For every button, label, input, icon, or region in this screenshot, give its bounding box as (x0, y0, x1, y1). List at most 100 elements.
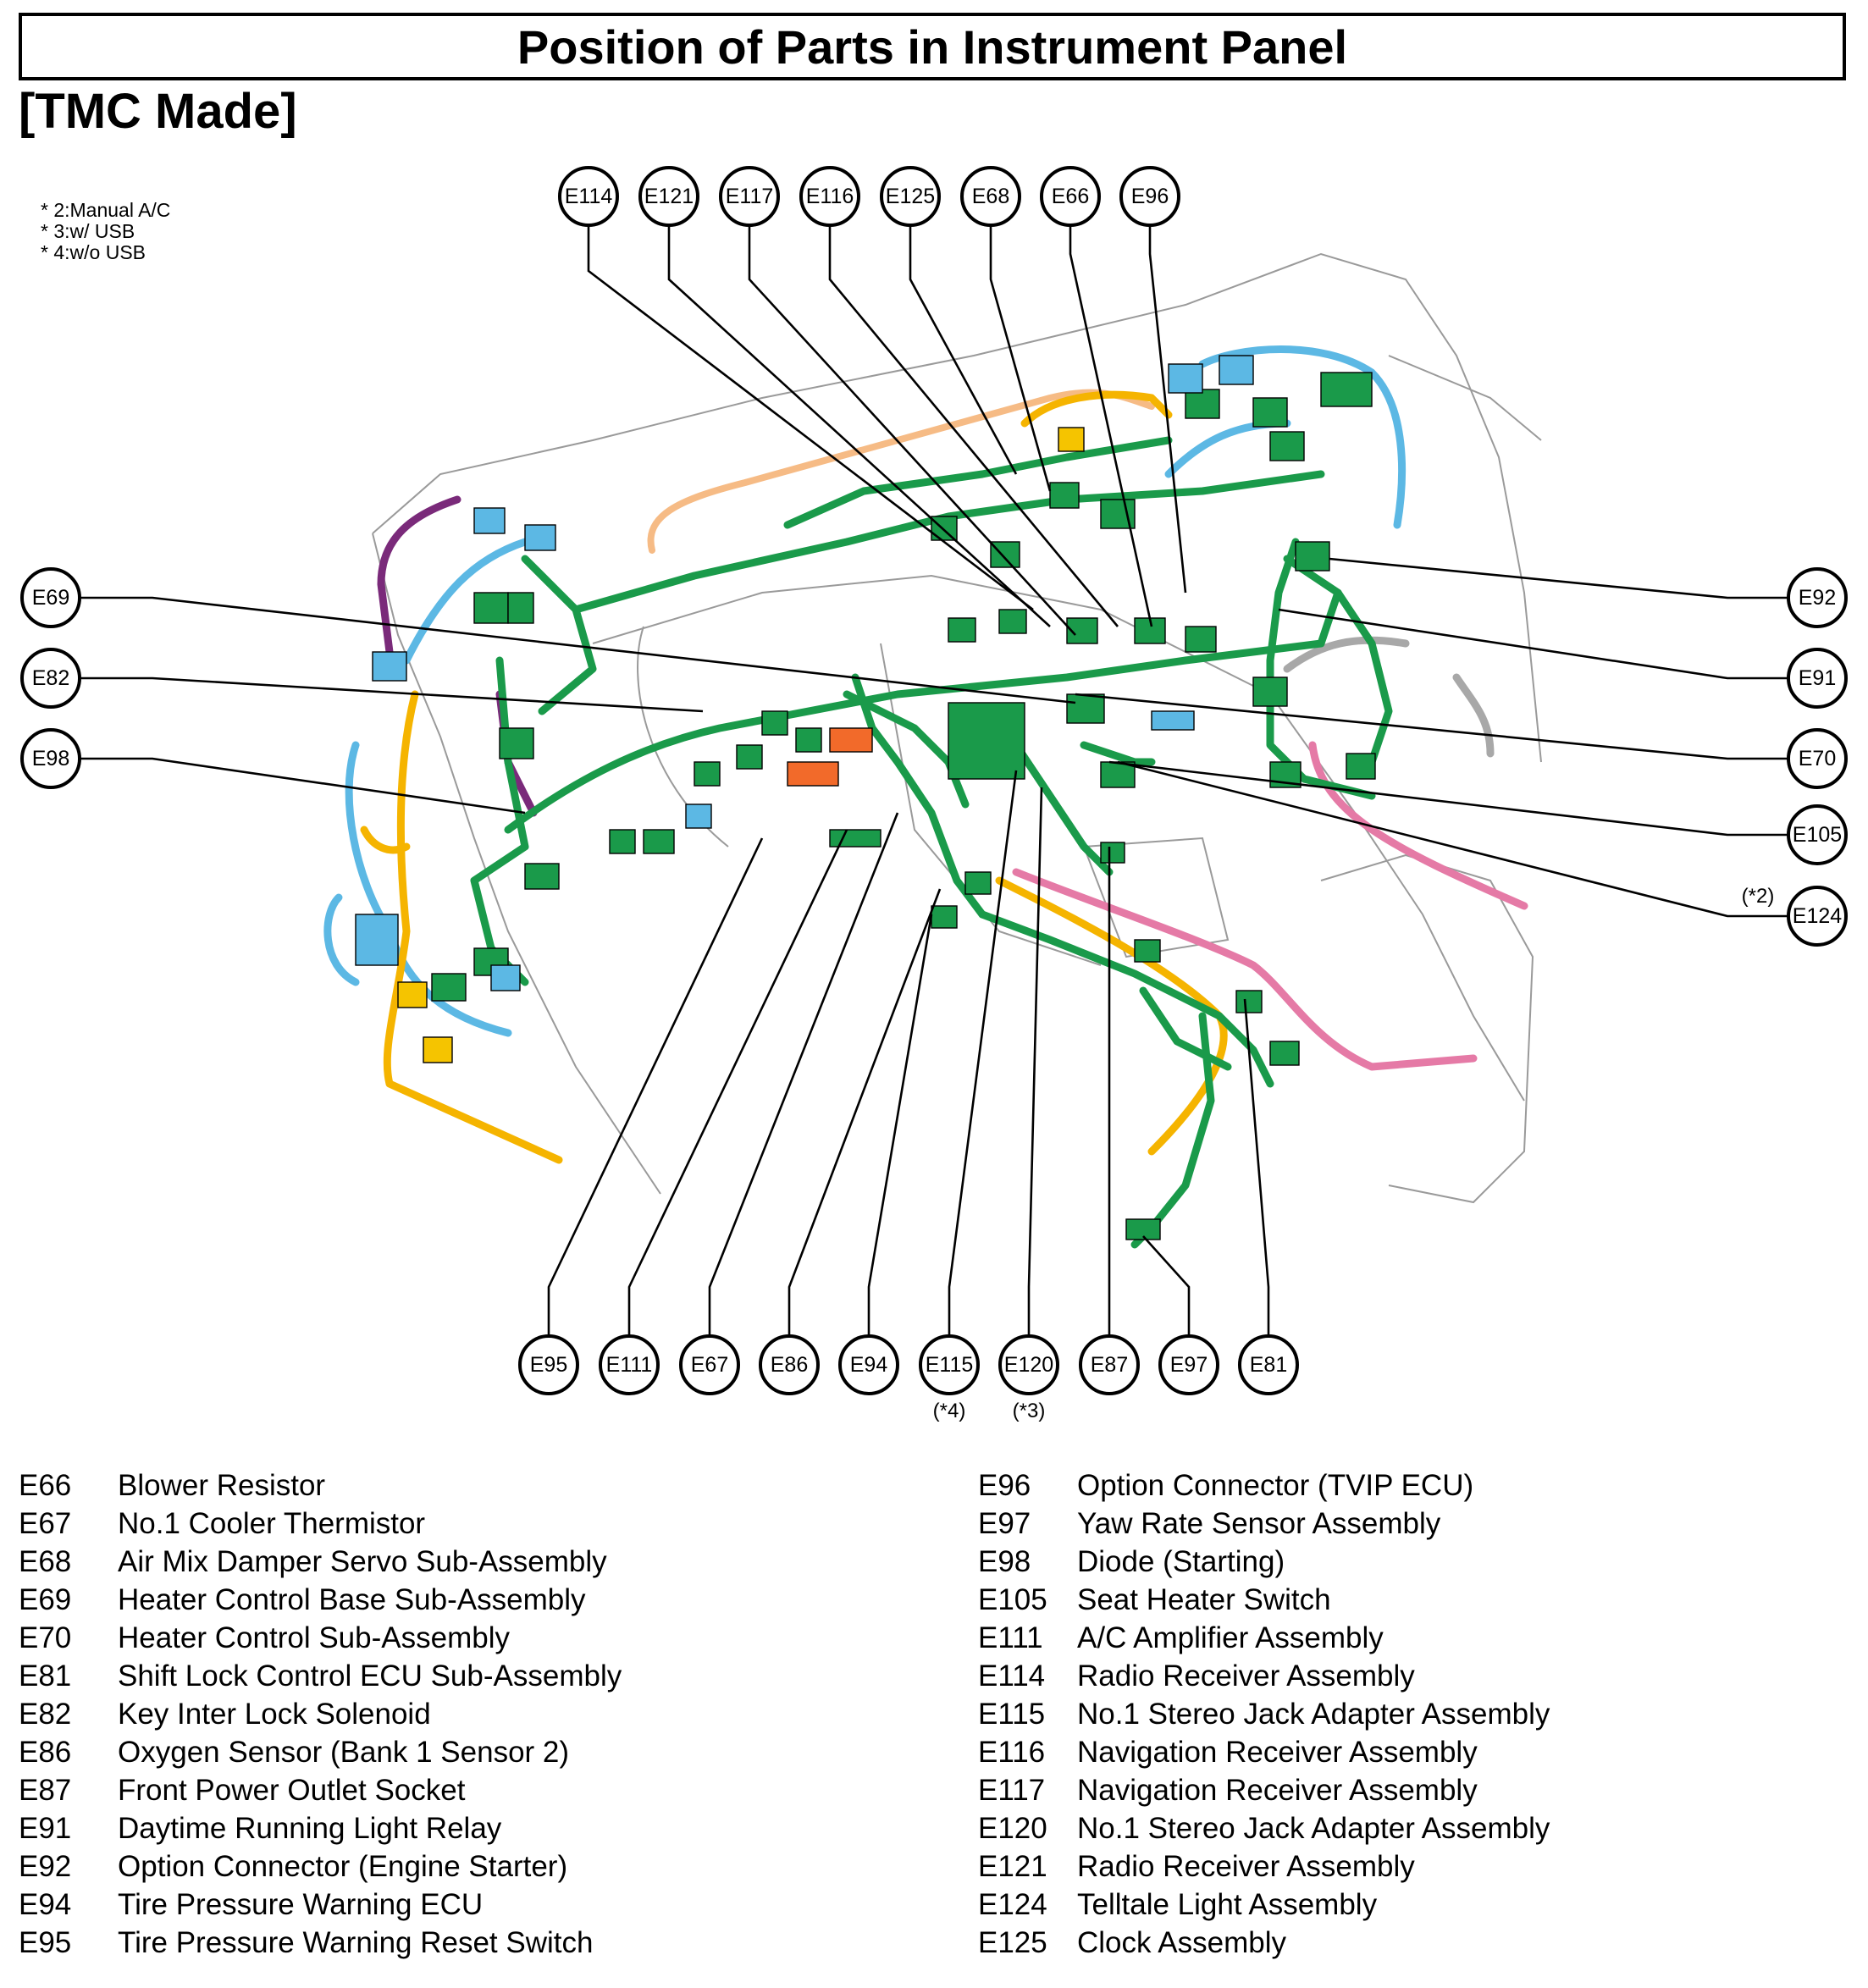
wiring-diagram: E114 E121 E117 E116 E125 E68 E66 E96 E69… (20, 166, 1848, 1422)
callout-circle: E121 (638, 166, 699, 227)
callout-label: E67 (691, 1353, 728, 1377)
callouts-bottom: E95 E111 E67 E86 E94 E115 E120 E87 E97 E… (518, 1334, 1299, 1422)
callout-circle: E95 (518, 1334, 579, 1395)
callout-circle: E66 (1040, 166, 1101, 227)
callout-circle: E70 (1787, 728, 1848, 789)
legend-code: E115 (978, 1698, 1046, 1731)
callout-label: E96 (1131, 185, 1169, 208)
legend-code: E114 (978, 1659, 1046, 1693)
legend-code: E66 (19, 1469, 72, 1502)
callout-circle: E94 (838, 1334, 899, 1395)
legend-code: E69 (19, 1583, 72, 1616)
callout-circle: E68 (960, 166, 1021, 227)
legend-name: Yaw Rate Sensor Assembly (1077, 1507, 1441, 1540)
title-box: Position of Parts in Instrument Panel (19, 13, 1846, 80)
legend-code: E98 (978, 1545, 1031, 1578)
callout-note: (*3) (1013, 1400, 1046, 1422)
callout-circle: E92 (1787, 567, 1848, 628)
callout-label: E82 (32, 666, 69, 690)
callout-label: E70 (1799, 747, 1836, 770)
legend-code: E70 (19, 1621, 72, 1654)
callout-circle: E91 (1787, 648, 1848, 709)
callout-label: E111 (606, 1353, 653, 1377)
callouts-top: E114 E121 E117 E116 E125 E68 E66 E96 (558, 166, 1180, 227)
legend-name: No.1 Cooler Thermistor (118, 1507, 426, 1540)
legend-name: Heater Control Base Sub-Assembly (118, 1583, 586, 1616)
callout-label: E117 (726, 185, 774, 208)
callout-circle: E125 (880, 166, 941, 227)
legend-name: No.1 Stereo Jack Adapter Assembly (1077, 1698, 1550, 1731)
legend-name: Air Mix Damper Servo Sub-Assembly (118, 1545, 607, 1578)
legend-name: Front Power Outlet Socket (118, 1774, 466, 1807)
legend-code: E120 (978, 1812, 1047, 1845)
legend-name: Navigation Receiver Assembly (1077, 1774, 1478, 1807)
callout-circle: E115 (919, 1334, 980, 1395)
legend-code: E121 (978, 1850, 1047, 1883)
callout-circle: E114 (558, 166, 619, 227)
legend-code: E68 (19, 1545, 72, 1578)
callout-label: E98 (32, 747, 69, 770)
legend-name: Heater Control Sub-Assembly (118, 1621, 510, 1654)
legend-name: Tire Pressure Warning ECU (118, 1888, 484, 1921)
legend-name: A/C Amplifier Assembly (1077, 1621, 1384, 1654)
legend-code: E95 (19, 1926, 72, 1959)
legend-name: Oxygen Sensor (Bank 1 Sensor 2) (118, 1736, 570, 1769)
callouts-right: E92 E91 E70 E105 E124 (*2) (1742, 567, 1848, 947)
callout-label: E125 (886, 185, 935, 208)
legend-name: Seat Heater Switch (1077, 1583, 1331, 1616)
footnotes: * 2:Manual A/C * 3:w/ USB * 4:w/o USB (41, 200, 170, 263)
callout-note: (*2) (1742, 885, 1775, 908)
callout-label: E66 (1052, 185, 1089, 208)
callout-circle: E117 (719, 166, 780, 227)
legend-name: Clock Assembly (1077, 1926, 1287, 1959)
legend-code: E125 (978, 1926, 1047, 1959)
legend-code: E67 (19, 1507, 72, 1540)
legend-name: Telltale Light Assembly (1077, 1888, 1378, 1921)
legend-code: E92 (19, 1850, 72, 1883)
callout-circle: E120 (998, 1334, 1059, 1395)
callout-circle: E67 (679, 1334, 740, 1395)
legend-name: Key Inter Lock Solenoid (118, 1698, 431, 1731)
callout-label: E120 (1004, 1353, 1053, 1377)
callouts-left: E69 E82 E98 (20, 567, 81, 789)
legend-name: Shift Lock Control ECU Sub-Assembly (118, 1659, 622, 1693)
legend-code: E105 (978, 1583, 1047, 1616)
legend-code: E86 (19, 1736, 72, 1769)
legend-code: E97 (978, 1507, 1031, 1540)
callout-circle: E105 (1787, 804, 1848, 865)
legend-code: E94 (19, 1888, 72, 1921)
callout-circle: E69 (20, 567, 81, 628)
legend-code: E124 (978, 1888, 1047, 1921)
legend-name: Radio Receiver Assembly (1077, 1850, 1415, 1883)
legend-name: Diode (Starting) (1077, 1545, 1285, 1578)
legend-name: Option Connector (TVIP ECU) (1077, 1469, 1474, 1502)
footnote: * 4:w/o USB (41, 241, 146, 263)
page-title: Position of Parts in Instrument Panel (517, 19, 1348, 74)
legend-name: Daytime Running Light Relay (118, 1812, 502, 1845)
legend-code: E117 (978, 1774, 1046, 1807)
legend-name: Option Connector (Engine Starter) (118, 1850, 568, 1883)
callout-circle: E98 (20, 728, 81, 789)
callout-circle: E124 (1787, 886, 1848, 947)
callout-circle: E111 (599, 1334, 660, 1395)
callout-label: E87 (1091, 1353, 1128, 1377)
connectors (355, 355, 1376, 1240)
footnote: * 3:w/ USB (41, 220, 135, 242)
callout-label: E105 (1793, 823, 1842, 847)
callout-circle: E82 (20, 648, 81, 709)
legend-code: E91 (19, 1812, 72, 1845)
callout-label: E124 (1793, 904, 1842, 928)
callout-label: E116 (806, 185, 854, 208)
legend-code: E82 (19, 1698, 72, 1731)
leader-lines (80, 222, 1788, 1336)
legend-code: E87 (19, 1774, 72, 1807)
wire-harness (323, 345, 1528, 1249)
legend-name: Radio Receiver Assembly (1077, 1659, 1415, 1693)
legend-name: Tire Pressure Warning Reset Switch (118, 1926, 594, 1959)
callout-label: E91 (1799, 666, 1836, 690)
callout-label: E68 (972, 185, 1009, 208)
callout-label: E69 (32, 586, 69, 610)
legend-code: E116 (978, 1736, 1046, 1769)
callout-label: E94 (850, 1353, 888, 1377)
